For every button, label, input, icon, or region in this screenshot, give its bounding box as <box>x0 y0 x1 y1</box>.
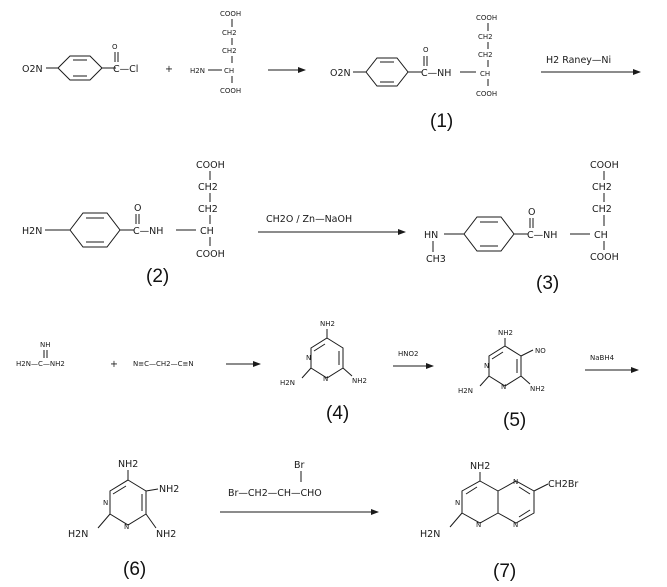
pyrazine-ring <box>497 480 535 524</box>
amide-label: C—NH <box>527 230 557 241</box>
compound-caption: (7) <box>493 561 516 582</box>
pyrimidine-ring <box>488 345 522 387</box>
methylamine-label: HN <box>424 230 438 241</box>
cooh-label: COOH <box>220 10 241 18</box>
cooh-label: COOH <box>196 249 225 260</box>
ring-nitrogen-label: N <box>501 383 506 391</box>
pyrimidine-ring <box>109 479 147 526</box>
amine-label: H2N <box>420 529 440 540</box>
ch-label: CH <box>480 70 490 78</box>
reagent-label: H2 Raney—Ni <box>546 55 611 66</box>
ch-label: CH <box>200 226 214 237</box>
ring-nitrogen-label: N <box>103 499 108 507</box>
reagent-label: HNO2 <box>398 350 418 358</box>
plus-sign: + <box>110 359 118 370</box>
pyrimidine-ring <box>461 480 499 524</box>
amine-label: NH2 <box>156 529 176 540</box>
cooh-label: COOH <box>476 90 497 98</box>
compound-caption: (6) <box>123 559 146 580</box>
acyl-chloride-label: C—Cl <box>113 64 138 75</box>
imine-label: NH <box>40 341 51 349</box>
cooh-label: COOH <box>220 87 241 95</box>
plus-sign: + <box>165 64 173 75</box>
ring-nitrogen-label: N <box>476 521 481 529</box>
ring-nitrogen-label: N <box>306 354 311 362</box>
compound-6: NH2 NH2 N N H2N NH2 (6) <box>68 459 179 580</box>
ch2-label: CH2 <box>222 47 237 55</box>
compound-7: NH2 N N N N CH2Br H2N (7) <box>420 461 578 582</box>
ch2-label: CH2 <box>478 33 493 41</box>
ch-label: CH <box>594 230 608 241</box>
reactant-glutamic-acid: COOH CH2 CH2 H2N CH COOH <box>190 10 241 95</box>
ch2-label: CH2 <box>222 29 237 37</box>
compound-5: NH2 NO N N H2N NH2 (5) <box>458 329 546 431</box>
reagent-label: CH2O / Zn—NaOH <box>266 214 352 225</box>
malononitrile-label: N≡C—CH2—C≡N <box>133 360 194 368</box>
amine-label: NH2 <box>352 377 367 385</box>
amine-label: NH2 <box>470 461 490 472</box>
carbonyl-oxygen-label: O <box>112 43 118 51</box>
carbonyl-oxygen-label: O <box>528 207 535 218</box>
nitro-group-label: O2N <box>22 64 43 75</box>
compound-caption: (3) <box>536 273 559 294</box>
ring-nitrogen-label: N <box>124 523 129 531</box>
compound-caption: (4) <box>326 403 349 424</box>
pyrimidine-ring <box>310 337 344 379</box>
ring-nitrogen-label: N <box>484 362 489 370</box>
compound-caption: (5) <box>503 410 526 431</box>
compound-caption: (2) <box>146 266 169 287</box>
compound-2: H2N O C—NH COOH CH2 CH2 CH COOH (2) <box>22 160 225 287</box>
ring-nitrogen-label: N <box>323 375 328 383</box>
amine-label: H2N <box>280 379 295 387</box>
methyl-label: CH3 <box>426 254 446 265</box>
reactant-nitrobenzoyl-chloride: O2N O C—Cl <box>22 43 138 81</box>
compound-1: O2N O C—NH COOH CH2 CH2 CH COOH (1) <box>330 14 497 132</box>
ch2-label: CH2 <box>198 182 218 193</box>
amide-label: C—NH <box>421 68 451 79</box>
ring-nitrogen-label: N <box>455 499 460 507</box>
amine-label: NH2 <box>320 320 335 328</box>
amine-label: NH2 <box>159 484 179 495</box>
ch2-label: CH2 <box>478 51 493 59</box>
amine-label: NH2 <box>118 459 138 470</box>
amine-label: NH2 <box>498 329 513 337</box>
carbonyl-oxygen-label: O <box>423 46 429 54</box>
cooh-label: COOH <box>476 14 497 22</box>
bromine-label: Br <box>294 460 305 471</box>
cooh-label: COOH <box>590 160 619 171</box>
ch-label: CH <box>224 67 234 75</box>
reagent-label: Br—CH2—CH—CHO <box>228 488 322 499</box>
amine-label: H2N <box>22 226 42 237</box>
compound-caption: (1) <box>430 111 453 132</box>
amine-label: H2N <box>458 387 473 395</box>
carbonyl-oxygen-label: O <box>134 203 141 214</box>
ch2-label: CH2 <box>592 182 612 193</box>
reagent-dibromopropanal: Br Br—CH2—CH—CHO <box>228 460 322 499</box>
ch2-label: CH2 <box>198 204 218 215</box>
amine-label: H2N <box>190 67 205 75</box>
bromomethyl-label: CH2Br <box>548 479 578 490</box>
nitroso-label: NO <box>535 347 546 355</box>
amide-label: C—NH <box>133 226 163 237</box>
ring-nitrogen-label: N <box>513 478 518 486</box>
amine-label: H2N <box>68 529 88 540</box>
compound-4: NH2 N N H2N NH2 (4) <box>280 320 367 424</box>
guanidine-label: H2N—C—NH2 <box>16 360 65 368</box>
compound-3: HN CH3 O C—NH COOH CH2 CH2 CH COOH (3) <box>424 160 619 294</box>
nitro-group-label: O2N <box>330 68 351 79</box>
cooh-label: COOH <box>590 252 619 263</box>
reagent-label: NaBH4 <box>590 354 615 362</box>
amine-label: NH2 <box>530 385 545 393</box>
ch2-label: CH2 <box>592 204 612 215</box>
cooh-label: COOH <box>196 160 225 171</box>
ring-nitrogen-label: N <box>513 521 518 529</box>
reactant-guanidine: NH H2N—C—NH2 <box>16 341 65 368</box>
